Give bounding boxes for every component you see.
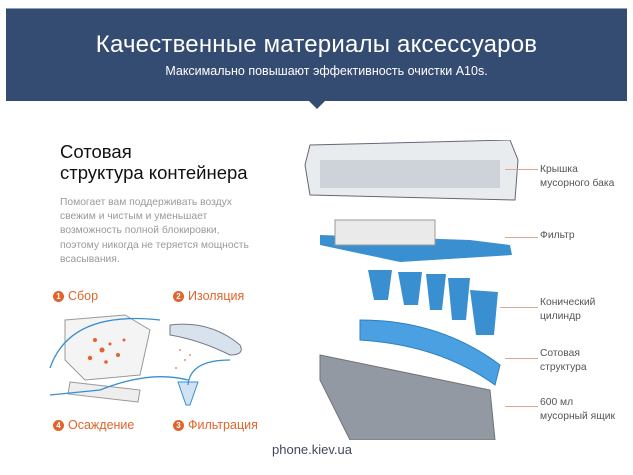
dust-box-part — [319, 354, 496, 440]
part-label-dustbox: 600 мл мусорный ящик — [540, 396, 630, 424]
process-diagram — [49, 314, 242, 406]
page-subtitle: Максимально повышают эффективность очист… — [165, 64, 488, 78]
leader-line — [505, 237, 538, 238]
step-number: 2 — [173, 290, 184, 302]
step-sedimentation: 4 Осаждение — [53, 418, 134, 432]
step-label: Осаждение — [68, 418, 135, 432]
header-banner: Качественные материалы аксессуаров Макси… — [6, 8, 627, 101]
step-number: 3 — [173, 419, 184, 431]
part-label-line: Фильтр — [540, 230, 575, 241]
part-label-filter: Фильтр — [540, 229, 630, 243]
step-filtration: 3 Фильтрация — [173, 418, 258, 432]
filtration-illustration — [177, 381, 199, 406]
sediment-illustration — [67, 381, 141, 403]
footer-site: phone.kiev.ua — [272, 442, 352, 457]
feature-heading: Сотовая структура контейнера — [60, 141, 248, 183]
step-number: 1 — [53, 290, 64, 302]
part-label-line: мусорный ящик — [540, 411, 615, 422]
part-label-line: Сотовая — [540, 348, 580, 359]
banner-pointer — [309, 101, 325, 109]
step-label: Фильтрация — [188, 418, 258, 432]
step-isolation: 2 Изоляция — [173, 289, 244, 303]
page-title: Качественные материалы аксессуаров — [95, 31, 538, 58]
part-label-line: 600 мл — [540, 397, 574, 408]
leader-line — [505, 358, 538, 359]
feature-heading-line2: структура контейнера — [60, 162, 248, 183]
part-label-line: Конический — [540, 297, 596, 308]
step-collection: 1 Сбор — [53, 289, 98, 303]
isolation-illustration — [169, 323, 242, 356]
cone-cylinder-part — [368, 270, 498, 335]
step-number: 4 — [53, 419, 64, 431]
part-label-line: структура — [540, 362, 587, 373]
honeycomb-part — [359, 319, 501, 386]
leader-line — [500, 307, 538, 308]
part-label-line: мусорного бака — [540, 178, 615, 189]
part-label-line: Крышка — [540, 164, 578, 175]
feature-description: Помогает вам поддерживать воздух свежим … — [60, 197, 249, 265]
collector-illustration — [64, 314, 151, 381]
leader-line — [505, 406, 538, 407]
part-label-line: цилиндр — [540, 311, 581, 322]
part-label-lid: Крышка мусорного бака — [540, 163, 630, 191]
feature-heading-line1: Сотовая — [60, 141, 132, 162]
leader-line — [505, 169, 538, 170]
filter-pleats — [334, 219, 436, 246]
part-label-honeycomb: Сотовая структура — [540, 347, 630, 375]
part-label-cone: Конический цилиндр — [540, 296, 630, 324]
step-label: Сбор — [68, 289, 99, 303]
exploded-container-illustration — [304, 140, 519, 440]
airflow-arrow — [49, 317, 231, 396]
step-label: Изоляция — [188, 289, 245, 303]
